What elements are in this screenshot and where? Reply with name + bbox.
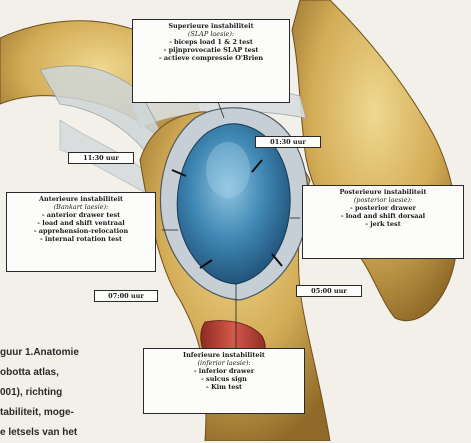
posterior-item: - load and shift dorsaal [306, 212, 460, 220]
inferior-item: - sulcus sign [147, 375, 301, 383]
figure-caption: guur 1.Anatomie obotta atlas, 001), rich… [0, 343, 110, 443]
superior-item: - biceps load 1 & 2 test [136, 38, 286, 46]
anterior-item: - anterior drawer test [10, 211, 152, 219]
caption-line: tabiliteit, moge- [0, 403, 110, 423]
anterior-subtitle: (Bankart laesie): [10, 203, 152, 211]
caption-line: obotta atlas, [0, 363, 110, 383]
inferior-subtitle: (inferior laesie): [147, 359, 301, 367]
clock-label-0500: 05:00 uur [296, 285, 362, 297]
anterior-item: - apprehension-relocation [10, 227, 152, 235]
posterior-subtitle: (posterior laesie): [306, 196, 460, 204]
posterior-instability-box: Posterieure instabiliteit (posterior lae… [302, 185, 464, 259]
superior-item: - actieve compressie O'Brien [136, 54, 286, 62]
clock-label-1130: 11:30 uur [68, 152, 134, 164]
anterior-item: - internal rotation test [10, 235, 152, 243]
caption-line: guur 1.Anatomie [0, 343, 110, 363]
superior-item: - pijnprovocatie SLAP test [136, 46, 286, 54]
anterior-instability-box: Anterieure instabiliteit (Bankart laesie… [6, 192, 156, 272]
inferior-item: - inferior drawer [147, 367, 301, 375]
caption-line: e letsels van het [0, 423, 110, 443]
anterior-item: - load and shift ventraal [10, 219, 152, 227]
superior-instability-box: Superieure instabiliteit (SLAP laesie): … [132, 19, 290, 103]
posterior-item: - jerk test [306, 220, 460, 228]
clock-label-0700: 07:00 uur [94, 290, 158, 302]
posterior-item: - posterior drawer [306, 204, 460, 212]
inferior-instability-box: Inferieure instabiliteit (inferior laesi… [143, 348, 305, 414]
superior-subtitle: (SLAP laesie): [136, 30, 286, 38]
anterior-title: Anterieure instabiliteit [10, 195, 152, 203]
clock-label-0130: 01:30 uur [255, 136, 321, 148]
superior-title: Superieure instabiliteit [136, 22, 286, 30]
posterior-title: Posterieure instabiliteit [306, 188, 460, 196]
inferior-title: Inferieure instabiliteit [147, 351, 301, 359]
inferior-item: - Kim test [147, 383, 301, 391]
caption-line: 001), richting [0, 383, 110, 403]
